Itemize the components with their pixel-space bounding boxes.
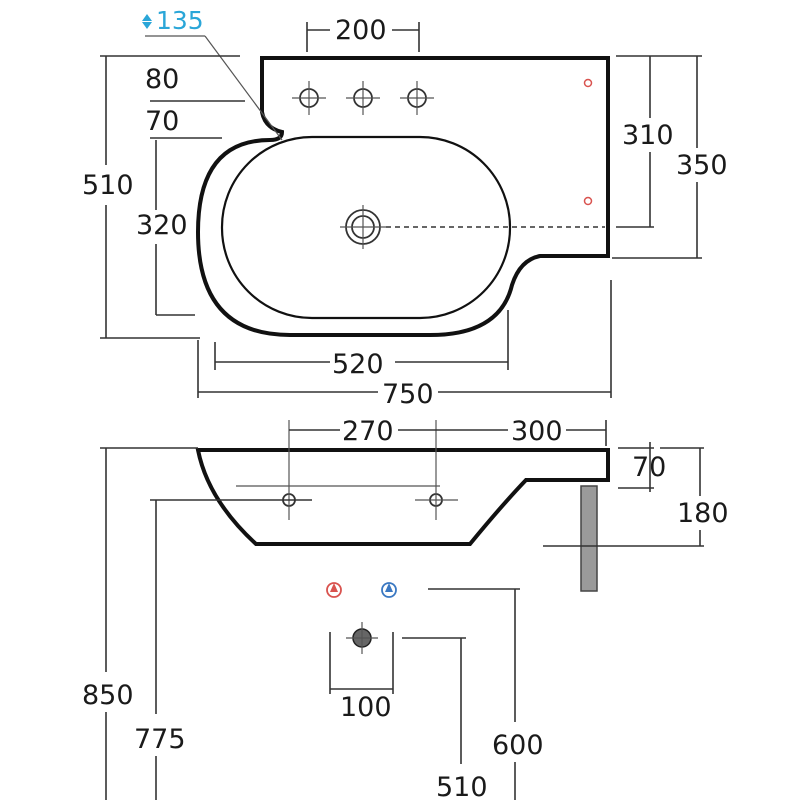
dim-basin-height: 180: [543, 447, 729, 547]
dim-bowl-depth: 320: [136, 140, 195, 316]
dim-label-850: 850: [82, 680, 134, 711]
dim-supply-600: 600: [428, 588, 544, 800]
dim-deck-thickness: 70: [618, 442, 666, 492]
depth-label: 135: [156, 6, 204, 35]
basin-side-profile: [195, 448, 610, 546]
dim-label-600: 600: [492, 730, 544, 761]
drain-icon: [340, 205, 386, 249]
dim-label-80: 80: [145, 64, 179, 95]
fixing-mark-bottom: [583, 196, 593, 206]
fixing-mark-top: [583, 78, 593, 88]
side-view: 270 300 70 180 850: [82, 416, 729, 800]
dim-trap-100: 100: [329, 632, 394, 723]
side-hole-right: [415, 420, 458, 520]
dim-waste-510: 510: [402, 637, 488, 800]
dim-overall-depth: 510: [82, 55, 240, 339]
dim-label-100: 100: [340, 692, 392, 723]
cold-valve-icon: [381, 582, 397, 598]
support-leg: [580, 485, 598, 592]
dim-label-775: 775: [134, 724, 186, 755]
dim-label-510-side: 510: [436, 772, 488, 800]
dim-label-750: 750: [382, 379, 434, 410]
tap-hole-right: [400, 81, 434, 115]
dim-label-300: 300: [511, 416, 563, 447]
dim-label-310: 310: [622, 120, 674, 151]
dim-label-350: 350: [676, 150, 728, 181]
dim-side-offsets: 270 300: [289, 416, 607, 447]
dim-tap-spacing: 200: [306, 15, 420, 52]
dim-bowl-width: 520: [214, 310, 509, 380]
dim-rear-offsets: 80 70: [145, 64, 245, 139]
dim-height-775: 775: [134, 499, 312, 800]
dim-label-510-top: 510: [82, 170, 134, 201]
depth-marker: 135: [142, 6, 283, 141]
dim-deck: 310 350: [612, 55, 728, 259]
tap-hole-center: [346, 81, 380, 115]
dim-label-200: 200: [335, 15, 387, 46]
dim-label-520: 520: [332, 349, 384, 380]
dim-label-320: 320: [136, 210, 188, 241]
dim-label-180: 180: [677, 498, 729, 529]
waste-outlet-icon: [346, 622, 378, 654]
top-view: 135 200 510 80 70: [82, 6, 728, 410]
dim-overall-width: 750: [197, 280, 612, 410]
hot-valve-icon: [326, 582, 342, 598]
dim-label-270: 270: [342, 416, 394, 447]
dim-height-850: 850: [82, 447, 198, 800]
tap-hole-left: [292, 81, 326, 115]
dim-label-70-top: 70: [145, 106, 179, 137]
dim-label-70-side: 70: [632, 452, 666, 483]
